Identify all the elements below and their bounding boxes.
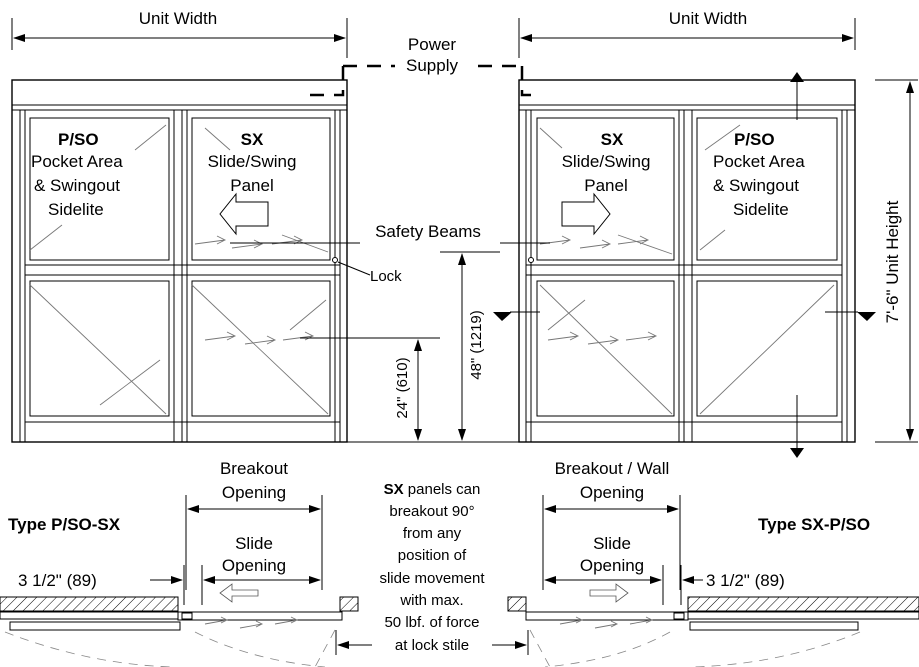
safety-beams-callout: Safety Beams xyxy=(230,222,550,339)
note-line6: with max. xyxy=(399,592,463,609)
left-sx-title: SX xyxy=(241,130,264,149)
slide-opening-right-line2: Opening xyxy=(580,556,644,575)
right-sx-line2: Panel xyxy=(584,176,627,195)
offset-left-label: 3 1/2" (89) xyxy=(18,571,97,590)
dim-24-label: 24" (610) xyxy=(394,357,411,418)
right-pso-line2: & Swingout xyxy=(713,176,799,195)
left-sx-line1: Slide/Swing xyxy=(208,152,297,171)
left-sx-line2: Panel xyxy=(230,176,273,195)
left-pso-title: P/SO xyxy=(58,130,99,149)
plan-view-left xyxy=(0,583,359,667)
power-supply-label-1: Power xyxy=(408,35,457,54)
dim-48-label: 48" (1219) xyxy=(468,310,485,380)
power-supply: Power Supply xyxy=(309,35,540,97)
note-bold-sx: SX xyxy=(384,481,404,498)
offset-right-label: 3 1/2" (89) xyxy=(706,571,785,590)
type-right-label: Type SX-P/SO xyxy=(758,515,870,534)
height-dimension-24: 24" (610) xyxy=(394,339,422,441)
note-line3: from any xyxy=(403,525,462,542)
unit-width-dimension-right: Unit Width xyxy=(518,9,856,58)
right-door-elevation: SX Slide/Swing Panel P/SO Pocket Area & … xyxy=(493,72,876,458)
height-dimension-48: 48" (1219) xyxy=(440,251,500,441)
breakout-wall-line1: Breakout / Wall xyxy=(555,459,670,478)
note-line1: panels can xyxy=(404,481,481,498)
unit-height-label: 7'-6" Unit Height xyxy=(883,200,902,323)
unit-width-label-left: Unit Width xyxy=(139,9,217,28)
breakout-opening-line2: Opening xyxy=(222,483,286,502)
type-left-label: Type P/SO-SX xyxy=(8,515,121,534)
right-sx-line1: Slide/Swing xyxy=(562,152,651,171)
offset-dimension-right: 3 1/2" (89) xyxy=(680,565,785,605)
note-line4: position of xyxy=(398,547,467,564)
left-door-elevation: Lock P/SO Pocket Area & Swingout Sidelit… xyxy=(11,79,402,443)
right-pso-title: P/SO xyxy=(734,130,775,149)
right-sx-title: SX xyxy=(601,130,624,149)
note-line5: slide movement xyxy=(379,570,485,587)
right-pso-line1: Pocket Area xyxy=(713,152,805,171)
left-pso-line2: & Swingout xyxy=(34,176,120,195)
unit-width-label-right: Unit Width xyxy=(669,9,747,28)
lock-label: Lock xyxy=(370,268,402,285)
slide-opening-left-line2: Opening xyxy=(222,556,286,575)
safety-beams-label: Safety Beams xyxy=(375,222,481,241)
note-line8: at lock stile xyxy=(395,637,469,654)
note-line7: 50 lbf. of force xyxy=(384,614,479,631)
note-line2: breakout 90° xyxy=(389,503,474,520)
breakout-note: SX panels can breakout 90° from any posi… xyxy=(335,481,529,655)
left-pso-line1: Pocket Area xyxy=(31,152,123,171)
slide-opening-right-line1: Slide xyxy=(593,534,631,553)
breakout-wall-line2: Opening xyxy=(580,483,644,502)
slide-opening-left-line1: Slide xyxy=(235,534,273,553)
power-supply-label-2: Supply xyxy=(406,56,458,75)
right-pso-line3: Sidelite xyxy=(733,200,789,219)
unit-width-dimension-left: Unit Width xyxy=(11,9,348,58)
left-pso-line3: Sidelite xyxy=(48,200,104,219)
breakout-wall-opening-dimension-right: Breakout / Wall Opening Slide Opening xyxy=(542,459,681,605)
plan-view-right xyxy=(507,583,919,667)
offset-dimension-left: 3 1/2" (89) xyxy=(18,565,185,605)
svg-text:SX panels can: SX panels can xyxy=(384,481,481,498)
unit-height-dimension: 7'-6" Unit Height xyxy=(875,79,918,443)
breakout-opening-line1: Breakout xyxy=(220,459,288,478)
breakout-opening-dimension-left: Breakout Opening Slide Opening xyxy=(185,459,323,605)
